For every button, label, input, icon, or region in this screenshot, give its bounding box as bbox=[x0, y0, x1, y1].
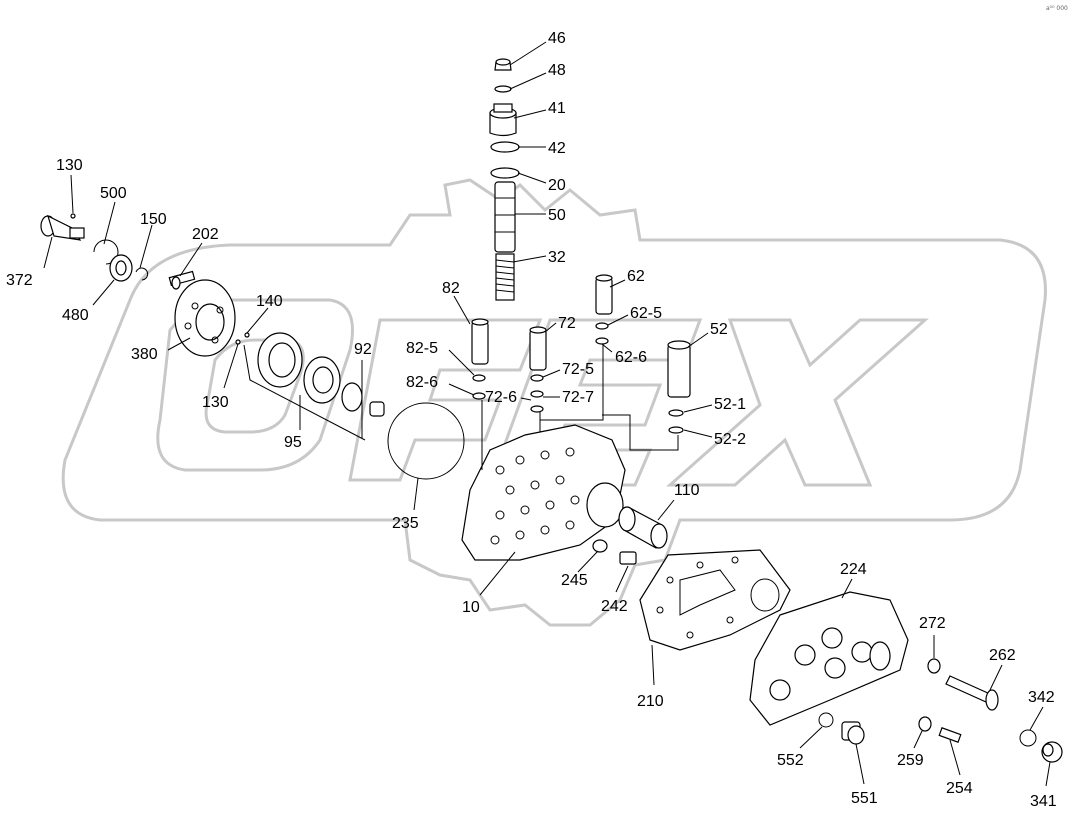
part-50-spool bbox=[494, 181, 516, 253]
callout-342: 342 bbox=[1028, 689, 1055, 706]
part-150-circlip bbox=[135, 267, 149, 281]
callout-20: 20 bbox=[548, 177, 566, 194]
part-52-1-ring bbox=[668, 409, 684, 417]
callout-62: 62 bbox=[627, 268, 645, 285]
part-82-5-ring bbox=[472, 374, 486, 382]
part-82-6-ring bbox=[472, 392, 486, 400]
part-551-plug bbox=[841, 721, 865, 745]
part-110-filter bbox=[618, 506, 668, 549]
callout-245: 245 bbox=[561, 572, 588, 589]
callout-130-upper: 130 bbox=[56, 157, 83, 174]
part-272-washer bbox=[927, 658, 941, 674]
part-92-roller bbox=[369, 401, 385, 417]
part-42-ring bbox=[490, 141, 520, 153]
callout-259: 259 bbox=[897, 752, 924, 769]
part-72-7-ring bbox=[530, 405, 544, 413]
part-72-6-ring bbox=[530, 390, 544, 398]
callout-272: 272 bbox=[919, 615, 946, 632]
callout-46: 46 bbox=[548, 30, 566, 47]
part-140-pin bbox=[244, 332, 250, 338]
part-130-ball-lower bbox=[235, 339, 241, 345]
part-41-cap bbox=[489, 103, 517, 137]
callout-110: 110 bbox=[674, 482, 700, 499]
part-20-ring bbox=[490, 167, 520, 179]
part-259-washer bbox=[918, 716, 932, 732]
part-235-o-ring bbox=[387, 402, 465, 480]
callout-262: 262 bbox=[989, 647, 1016, 664]
callout-10: 10 bbox=[462, 599, 480, 616]
callout-48: 48 bbox=[548, 62, 566, 79]
part-82-valve bbox=[471, 318, 489, 365]
part-32-spring bbox=[495, 253, 515, 301]
callout-254: 254 bbox=[946, 780, 973, 797]
part-254-bolt bbox=[938, 727, 962, 743]
part-72-5-ring bbox=[530, 374, 544, 382]
part-48-washer bbox=[494, 85, 512, 93]
callout-62-5: 62-5 bbox=[630, 305, 662, 322]
callout-150: 150 bbox=[140, 211, 167, 228]
callout-82: 82 bbox=[442, 280, 460, 297]
part-46-plug bbox=[494, 58, 512, 71]
part-62-5-ring bbox=[595, 322, 609, 330]
part-52-2-ring bbox=[668, 426, 684, 434]
part-52-valve bbox=[667, 340, 691, 398]
part-372-shaft bbox=[40, 214, 85, 241]
callout-500: 500 bbox=[100, 185, 127, 202]
part-480-bearing bbox=[109, 254, 133, 282]
part-210-gasket bbox=[639, 549, 791, 651]
part-380-cover bbox=[174, 279, 236, 357]
part-341-cap bbox=[1041, 741, 1063, 763]
callout-62-6: 62-6 bbox=[615, 349, 647, 366]
part-552-ring bbox=[818, 712, 834, 728]
callout-72: 72 bbox=[558, 315, 576, 332]
callout-72-7: 72-7 bbox=[562, 389, 594, 406]
part-72-valve bbox=[529, 326, 547, 371]
callout-labels: 46 48 41 42 20 50 32 130 500 150 372 480… bbox=[6, 30, 1057, 810]
part-95-pump-set bbox=[257, 332, 363, 412]
callout-235: 235 bbox=[392, 515, 419, 532]
callout-210: 210 bbox=[637, 693, 664, 710]
callout-551: 551 bbox=[851, 790, 878, 807]
callout-372: 372 bbox=[6, 272, 33, 289]
callout-202: 202 bbox=[192, 226, 219, 243]
part-224-cover bbox=[749, 591, 909, 726]
part-130-ball-upper bbox=[70, 213, 76, 219]
callout-92: 92 bbox=[354, 341, 372, 358]
callout-82-5: 82-5 bbox=[406, 340, 438, 357]
callout-52-2: 52-2 bbox=[714, 431, 746, 448]
corner-mark: a⁰⁰ 000 bbox=[1046, 5, 1068, 12]
parts-drawing bbox=[40, 58, 1063, 763]
part-62-valve bbox=[595, 274, 613, 315]
callout-52-1: 52-1 bbox=[714, 396, 746, 413]
callout-41: 41 bbox=[548, 100, 566, 117]
part-342-ring bbox=[1019, 729, 1037, 747]
callout-72-6: 72-6 bbox=[485, 389, 517, 406]
callout-242: 242 bbox=[601, 598, 628, 615]
callout-52: 52 bbox=[710, 321, 728, 338]
leader-lines bbox=[43, 41, 1051, 787]
callout-42: 42 bbox=[548, 140, 566, 157]
callout-82-6: 82-6 bbox=[406, 374, 438, 391]
callout-224: 224 bbox=[840, 561, 867, 578]
callout-380: 380 bbox=[131, 346, 158, 363]
part-245-washer bbox=[592, 539, 608, 553]
callout-480: 480 bbox=[62, 307, 89, 324]
callout-72-5: 72-5 bbox=[562, 361, 594, 378]
callout-341: 341 bbox=[1030, 793, 1057, 810]
callout-50: 50 bbox=[548, 207, 566, 224]
callout-140: 140 bbox=[256, 293, 283, 310]
callout-95: 95 bbox=[284, 434, 302, 451]
callout-130-lower: 130 bbox=[202, 394, 229, 411]
part-262-bolt bbox=[945, 675, 999, 711]
part-242-plug bbox=[619, 551, 637, 565]
part-10-valve-housing bbox=[461, 424, 626, 561]
part-62-6-ring bbox=[595, 337, 609, 345]
callout-32: 32 bbox=[548, 249, 566, 266]
callout-552: 552 bbox=[777, 752, 804, 769]
